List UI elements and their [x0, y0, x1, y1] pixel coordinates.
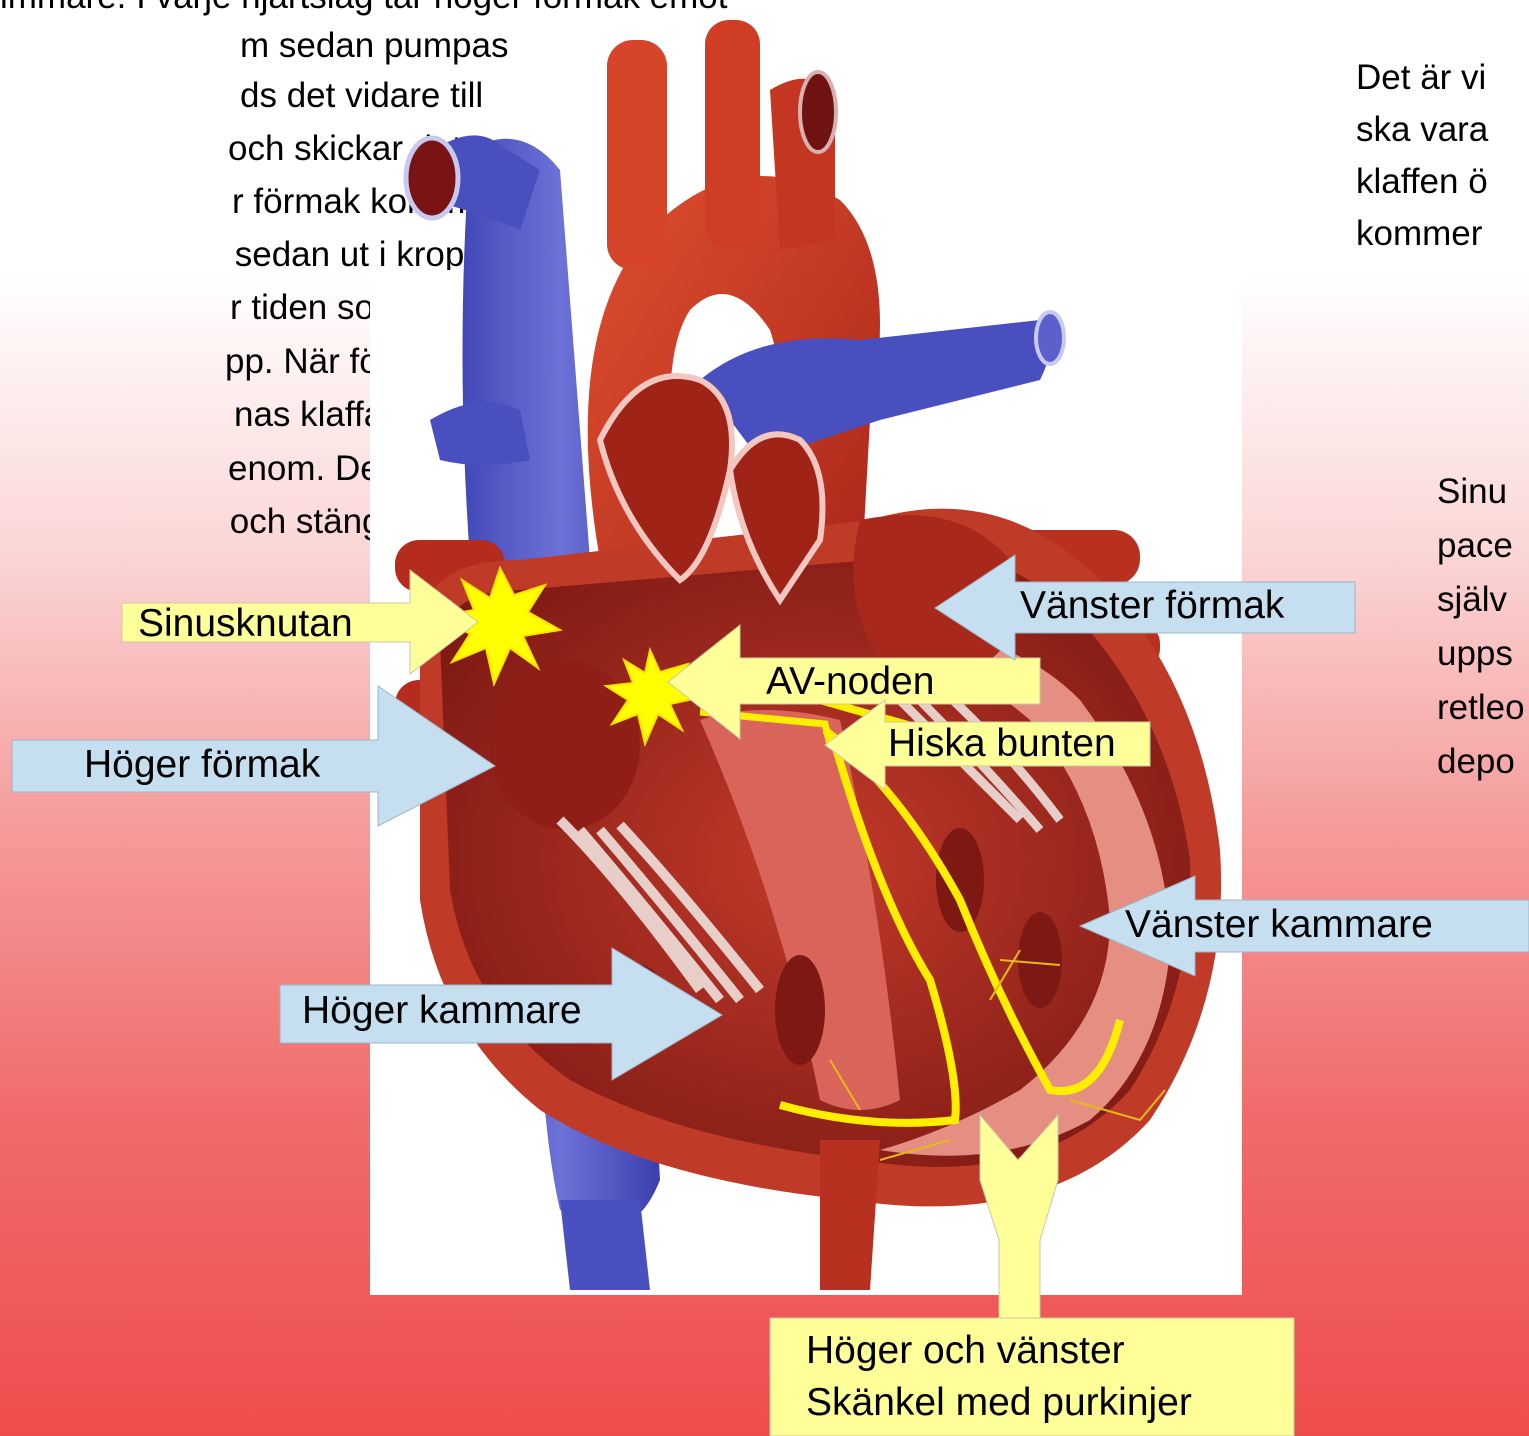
vein-opening — [406, 138, 458, 218]
papillary-muscle — [936, 828, 984, 932]
label-av-noden: AV-noden — [766, 659, 934, 705]
lower-vena-cava — [560, 1200, 650, 1290]
artery-top-2 — [705, 20, 760, 250]
artery-opening — [800, 72, 836, 152]
label-hoger-formak: Höger förmak — [84, 742, 320, 788]
label-sinusknutan: Sinusknutan — [138, 601, 353, 647]
label-hoger-kammare: Höger kammare — [302, 988, 582, 1034]
artery-top-1 — [607, 40, 667, 270]
pulmonary-opening — [1036, 312, 1064, 364]
label-hiska-bunten: Hiska bunten — [888, 721, 1116, 767]
label-vanster-formak: Vänster förmak — [1020, 583, 1284, 629]
label-skankel-line2: Skänkel med purkinjer — [806, 1380, 1192, 1426]
descending-aorta — [820, 1140, 880, 1290]
label-vanster-kammare: Vänster kammare — [1125, 902, 1433, 948]
label-skankel-line1: Höger och vänster — [806, 1328, 1125, 1374]
papillary-muscle — [775, 955, 825, 1065]
papillary-muscle — [1018, 912, 1062, 1008]
